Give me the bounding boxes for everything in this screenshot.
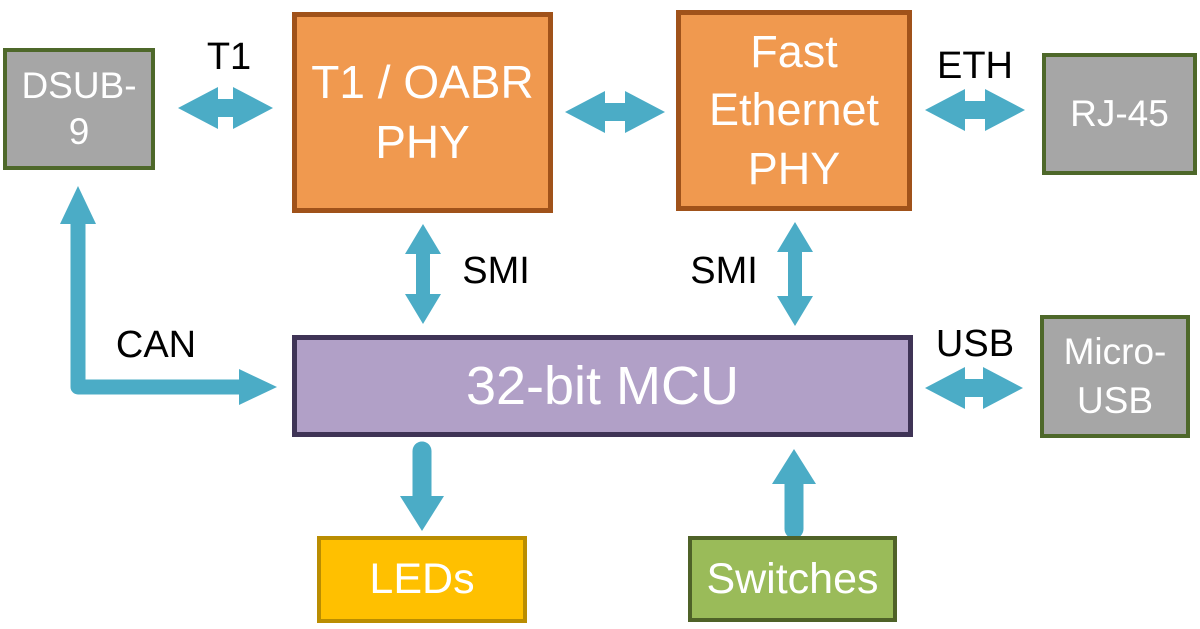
label-smi-right: SMI (690, 250, 758, 292)
arrow-usb (925, 367, 1023, 409)
block-t1-oabr-phy-label: T1 / OABR PHY (311, 55, 534, 168)
block-rj45: RJ-45 (1042, 53, 1197, 175)
arrow-mcu-to-leds (400, 441, 444, 531)
block-fast-ethernet-phy-label: Fast Ethernet PHY (708, 25, 880, 194)
block-dsub9-label: DSUB- 9 (21, 64, 137, 152)
block-mcu-label: 32-bit MCU (465, 356, 740, 416)
arrow-smi-right (777, 222, 813, 326)
arrow-switches-to-mcu (772, 449, 816, 539)
block-fast-ethernet-phy: Fast Ethernet PHY (676, 10, 912, 211)
arrow-t1 (178, 87, 273, 129)
block-switches-label: Switches (706, 554, 879, 603)
block-mcu: 32-bit MCU (292, 335, 913, 437)
arrow-eth (925, 89, 1025, 131)
block-micro-usb: Micro- USB (1040, 315, 1190, 438)
block-rj45-label: RJ-45 (1070, 93, 1169, 134)
arrow-phy-to-phy (565, 91, 665, 133)
block-leds: LEDs (317, 536, 527, 623)
block-micro-usb-label: Micro- USB (1063, 331, 1167, 421)
block-dsub9: DSUB- 9 (3, 48, 155, 170)
label-smi-left: SMI (462, 250, 530, 292)
label-eth: ETH (937, 45, 1013, 87)
block-t1-oabr-phy: T1 / OABR PHY (292, 12, 553, 213)
arrow-can (60, 186, 277, 405)
label-t1: T1 (206, 36, 252, 78)
arrow-smi-left (405, 224, 441, 324)
label-usb: USB (935, 323, 1015, 365)
label-can: CAN (115, 324, 197, 366)
block-leds-label: LEDs (369, 555, 475, 603)
block-switches: Switches (688, 536, 897, 622)
